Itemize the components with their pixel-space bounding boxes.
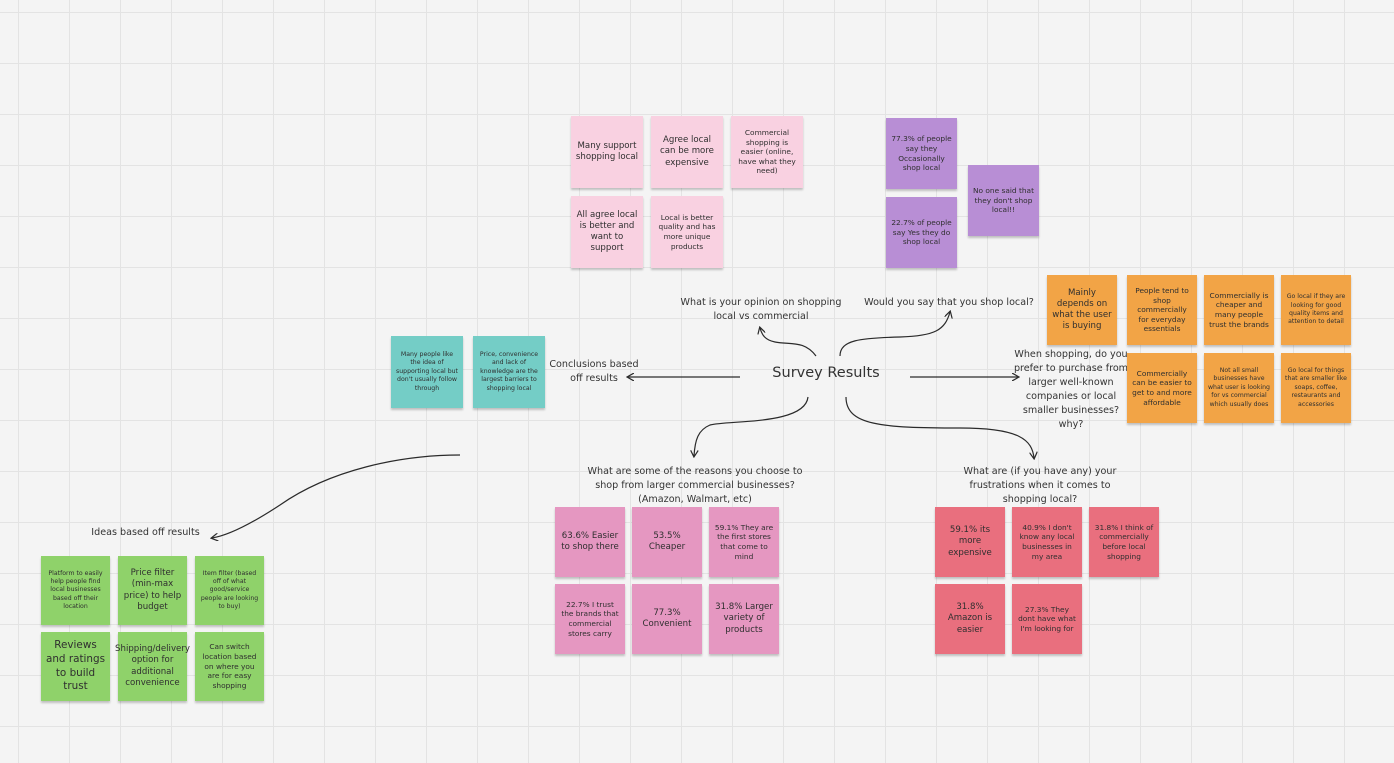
sticky-conclusion-1[interactable]: Many people like the idea of supporting … xyxy=(391,336,463,408)
sticky-opinion-4[interactable]: All agree local is better and want to su… xyxy=(571,196,643,268)
sticky-prefer-5[interactable]: Commercially can be easier to get to and… xyxy=(1127,353,1197,423)
sticky-shop-local-3[interactable]: No one said that they don't shop local!! xyxy=(968,165,1039,236)
sticky-reason-4[interactable]: 22.7% I trust the brands that commercial… xyxy=(555,584,625,654)
sticky-frustration-5[interactable]: 27.3% They dont have what I'm looking fo… xyxy=(1012,584,1082,654)
sticky-reason-6[interactable]: 31.8% Larger variety of products xyxy=(709,584,779,654)
sticky-idea-6[interactable]: Can switch location based on where you a… xyxy=(195,632,264,701)
sticky-prefer-3[interactable]: Commercially is cheaper and many people … xyxy=(1204,275,1274,345)
sticky-opinion-1[interactable]: Many support shopping local xyxy=(571,116,643,188)
central-topic-survey-results[interactable]: Survey Results xyxy=(772,365,880,381)
question-shop-local-label[interactable]: Would you say that you shop local? xyxy=(864,297,1034,308)
sticky-idea-2[interactable]: Price filter (min-max price) to help bud… xyxy=(118,556,187,625)
sticky-prefer-2[interactable]: People tend to shop commercially for eve… xyxy=(1127,275,1197,345)
conclusions-label[interactable]: Conclusions based off results xyxy=(549,359,639,384)
sticky-reason-2[interactable]: 53.5% Cheaper xyxy=(632,507,702,577)
sticky-frustration-4[interactable]: 31.8% Amazon is easier xyxy=(935,584,1005,654)
sticky-frustration-1[interactable]: 59.1% its more expensive xyxy=(935,507,1005,577)
sticky-reason-1[interactable]: 63.6% Easier to shop there xyxy=(555,507,625,577)
arrow-to-shop-local xyxy=(839,312,950,357)
sticky-opinion-5[interactable]: Local is better quality and has more uni… xyxy=(651,196,723,268)
sticky-shop-local-2[interactable]: 22.7% of people say Yes they do shop loc… xyxy=(886,197,957,268)
question-prefer-label[interactable]: When shopping, do you prefer to purchase… xyxy=(1013,349,1129,430)
sticky-idea-3[interactable]: Item filter (based off of what good/serv… xyxy=(195,556,264,625)
sticky-idea-4[interactable]: Reviews and ratings to build trust xyxy=(41,632,110,701)
sticky-idea-5[interactable]: Shipping/delivery option for additional … xyxy=(115,632,190,701)
sticky-opinion-2[interactable]: Agree local can be more expensive xyxy=(651,116,723,188)
sticky-prefer-7[interactable]: Go local for things that are smaller lik… xyxy=(1281,353,1351,423)
sticky-frustration-2[interactable]: 40.9% I don't know any local businesses … xyxy=(1012,507,1082,577)
sticky-prefer-1[interactable]: Mainly depends on what the user is buyin… xyxy=(1047,275,1117,345)
sticky-frustration-3[interactable]: 31.8% I think of commercially before loc… xyxy=(1089,507,1159,577)
sticky-prefer-6[interactable]: Not all small businesses have what user … xyxy=(1204,353,1274,423)
arrow-to-reasons xyxy=(694,396,809,456)
sticky-conclusion-2[interactable]: Price, convenience and lack of knowledge… xyxy=(473,336,545,408)
question-frustrations-label[interactable]: What are (if you have any) your frustrat… xyxy=(963,466,1117,505)
sticky-reason-3[interactable]: 59.1% They are the first stores that com… xyxy=(709,507,779,577)
arrow-to-frustrations xyxy=(845,396,1034,458)
question-opinion-label[interactable]: What is your opinion on shopping local v… xyxy=(680,297,842,322)
arrow-to-opinion xyxy=(760,328,817,357)
sticky-opinion-3[interactable]: Commercial shopping is easier (online, h… xyxy=(731,116,803,188)
sticky-shop-local-1[interactable]: 77.3% of people say they Occasionally sh… xyxy=(886,118,957,189)
arrow-to-ideas xyxy=(212,454,461,538)
sticky-reason-5[interactable]: 77.3% Convenient xyxy=(632,584,702,654)
sticky-prefer-4[interactable]: Go local if they are looking for good qu… xyxy=(1281,275,1351,345)
question-reasons-label[interactable]: What are some of the reasons you choose … xyxy=(587,466,803,505)
ideas-label[interactable]: Ideas based off results xyxy=(91,527,200,538)
sticky-idea-1[interactable]: Platform to easily help people find loca… xyxy=(41,556,110,625)
